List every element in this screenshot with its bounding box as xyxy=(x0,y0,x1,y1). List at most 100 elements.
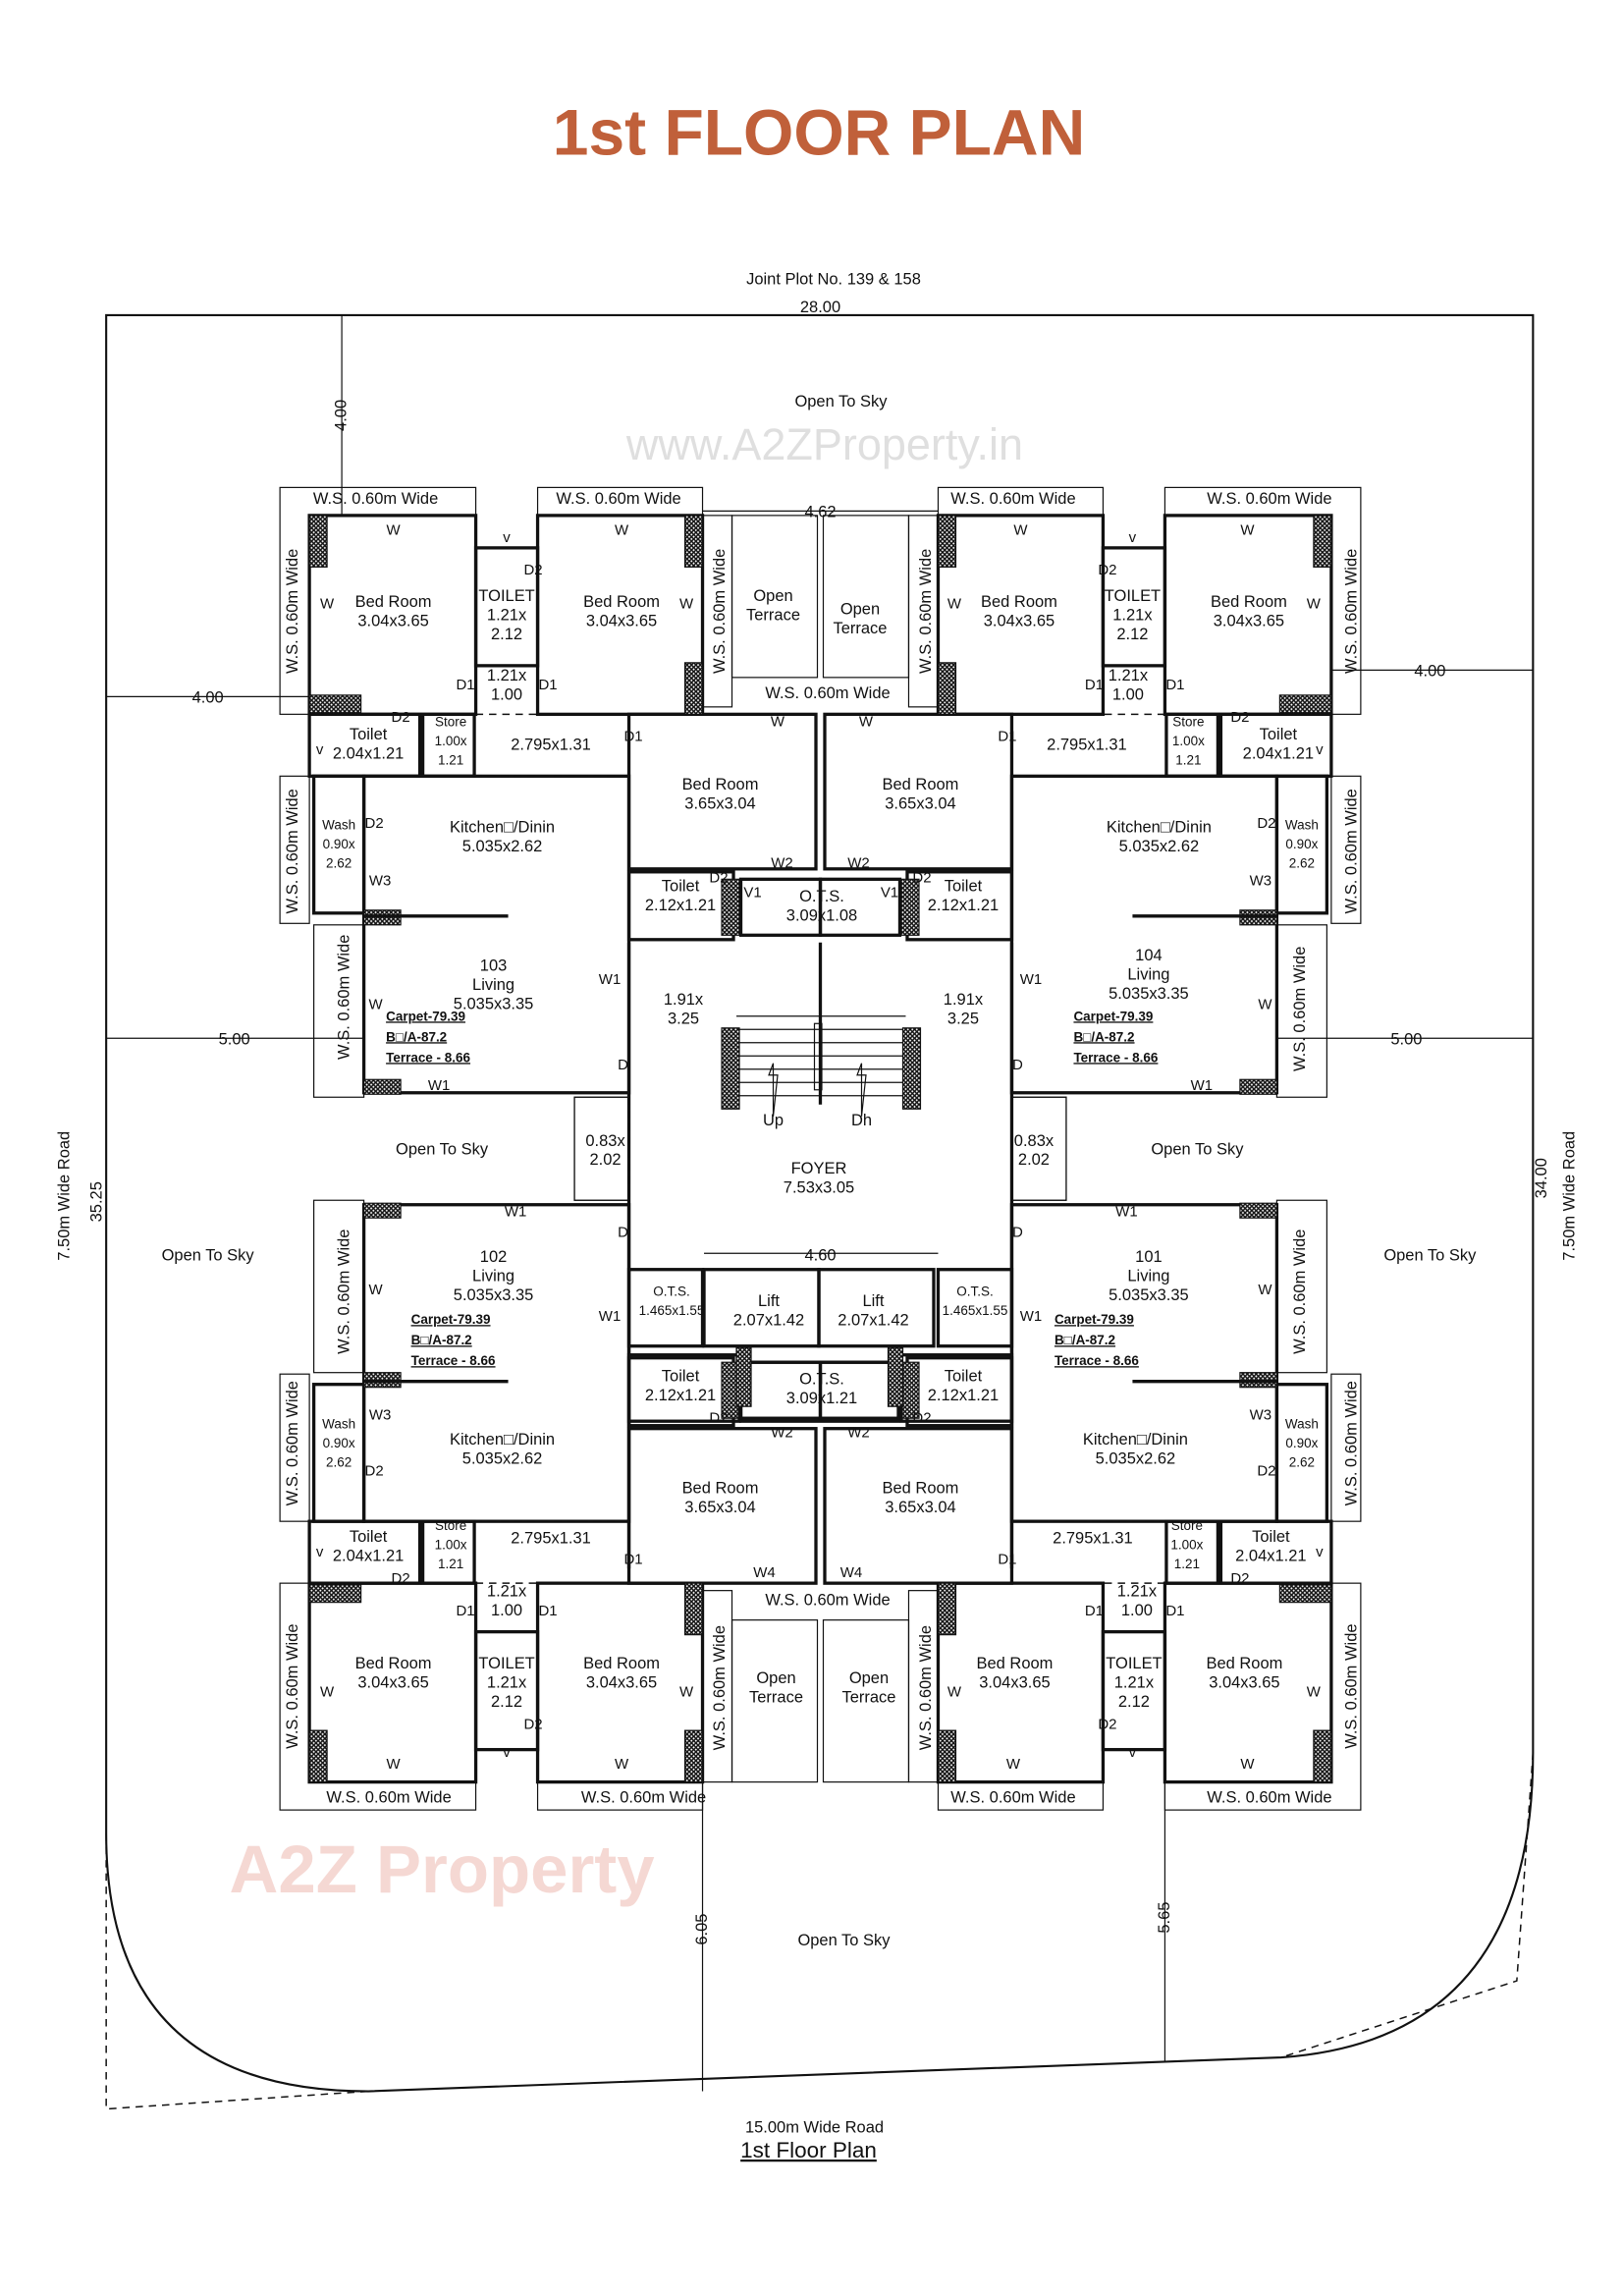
ws-label: W.S. 0.60m Wide xyxy=(765,1592,890,1610)
room-label: 3.65x3.04 xyxy=(684,794,755,812)
dimension-top: 28.00 xyxy=(800,299,840,316)
room-label: 2.62 xyxy=(1289,855,1315,870)
room-label: Living xyxy=(1127,965,1169,983)
door-window-tag: D2 xyxy=(1098,562,1116,578)
opening xyxy=(474,1520,629,1584)
door-window-tag: W3 xyxy=(369,872,391,889)
door-window-tag: W1 xyxy=(1020,971,1042,988)
door-window-tag: W1 xyxy=(599,971,621,988)
door-window-tag: D2 xyxy=(1230,1570,1249,1587)
front-road-label: 15.00m Wide Road xyxy=(745,2119,884,2137)
door-window-tag: v xyxy=(503,1744,511,1761)
room-label: Store xyxy=(1172,714,1204,729)
room-label: Bed Room xyxy=(1211,593,1287,611)
room-label: 1.21x xyxy=(487,1674,527,1692)
column xyxy=(362,1202,402,1219)
door-window-tag: W2 xyxy=(847,854,869,871)
door-window-tag: V1 xyxy=(881,884,898,901)
column xyxy=(1313,515,1332,568)
door-window-tag: W xyxy=(320,595,335,612)
wall xyxy=(1330,775,1362,924)
room-label: 1.465x1.55 xyxy=(943,1303,1008,1318)
room-label: 1.00x xyxy=(1170,1538,1203,1553)
stairs-up-label: Up xyxy=(763,1112,784,1129)
ws-label: W.S. 0.60m Wide xyxy=(950,490,1075,508)
room-label: Toilet xyxy=(662,1368,700,1386)
watermark-brand: A2Z Property xyxy=(230,1831,655,1907)
open-terrace-label: Open xyxy=(756,1669,795,1687)
terrace-area: Terrace - 8.66 xyxy=(411,1353,496,1368)
open-terrace-label: Terrace xyxy=(746,606,800,624)
ots-label: O.T.S. xyxy=(799,888,844,905)
dimension-left-length: 35.25 xyxy=(88,1181,106,1222)
ws-label: W.S. 0.60m Wide xyxy=(1207,1789,1331,1807)
stair-arrow-icon xyxy=(768,1063,867,1117)
room-label: 1.00 xyxy=(491,685,522,703)
door-window-tag: W xyxy=(771,713,785,730)
stairs-down-label: Dh xyxy=(851,1112,872,1129)
door-window-tag: D2 xyxy=(709,869,728,886)
door-window-tag: W xyxy=(947,1684,962,1701)
room-label: 2.12 xyxy=(1118,1693,1150,1711)
built-up-area: B□/A-87.2 xyxy=(1055,1333,1115,1347)
foyer-openings xyxy=(627,1097,1013,1201)
column xyxy=(683,1582,704,1636)
room-label: 3.65x3.04 xyxy=(684,1499,755,1516)
door-window-tag: D xyxy=(618,1057,628,1073)
ws-label: W.S. 0.60m Wide xyxy=(1342,1381,1360,1505)
door-window-tag: W2 xyxy=(771,1425,792,1442)
door-window-tag: W2 xyxy=(847,1425,869,1442)
door-window-tag: D2 xyxy=(1257,815,1275,832)
room-label: 2.795x1.31 xyxy=(1047,736,1127,753)
room-label: 2.62 xyxy=(326,1455,352,1470)
column xyxy=(937,1582,957,1636)
room-label: Toilet xyxy=(1252,1528,1290,1546)
door-window-tag: D1 xyxy=(456,1603,474,1619)
door-window-tag: W xyxy=(320,1684,335,1701)
door-window-tag: D1 xyxy=(1165,1603,1184,1619)
passage-label: 1.91x xyxy=(944,991,984,1009)
dimension-left-side: 5.00 xyxy=(219,1030,250,1048)
door-window-tag: W2 xyxy=(771,854,792,871)
door-window-tag: D2 xyxy=(912,869,931,886)
column xyxy=(308,515,328,568)
room-label: 3.65x3.04 xyxy=(885,1499,955,1516)
door-window-tag: D2 xyxy=(365,1463,384,1480)
lift-label: Lift xyxy=(758,1292,780,1310)
room-label: Kitchen□/Dinin xyxy=(1083,1431,1188,1449)
room-label: 2.795x1.31 xyxy=(1053,1530,1133,1548)
door-window-tag: D1 xyxy=(1085,1603,1104,1619)
room-label: 1.00x xyxy=(435,1538,467,1553)
room-label: 1.21 xyxy=(438,752,463,767)
ws-label: W.S. 0.60m Wide xyxy=(950,1789,1075,1807)
door-window-tag: D2 xyxy=(365,815,384,832)
ws-label: W.S. 0.60m Wide xyxy=(917,549,935,674)
door-window-tag: W1 xyxy=(1191,1077,1213,1094)
open-to-sky-label: Open To Sky xyxy=(1151,1141,1244,1159)
room-label: 5.035x2.62 xyxy=(1096,1450,1176,1468)
room-label: 1.21x xyxy=(1109,667,1149,684)
unit-104-walls xyxy=(818,486,1362,1201)
room-label: O.T.S. xyxy=(956,1285,993,1299)
room-label: 0.90x xyxy=(323,837,355,851)
column xyxy=(683,662,704,715)
door-window-tag: v xyxy=(1129,1744,1137,1761)
column xyxy=(1239,1078,1277,1095)
unit-101-walls xyxy=(818,1096,1362,1811)
door-window-tag: W1 xyxy=(599,1308,621,1325)
stair-handrail xyxy=(813,1022,823,1091)
room-label: Store xyxy=(1171,1518,1203,1533)
door-window-tag: W3 xyxy=(1250,1407,1271,1424)
door-window-tag: W xyxy=(615,1756,629,1773)
door-window-tag: D2 xyxy=(1257,1463,1275,1480)
open-terrace-label: Terrace xyxy=(749,1689,803,1707)
column xyxy=(887,1346,904,1407)
terrace-area: Terrace - 8.66 xyxy=(1073,1050,1158,1065)
room-label: 2.12x1.21 xyxy=(645,1387,716,1404)
room-label: Bed Room xyxy=(355,1655,432,1672)
wall xyxy=(936,514,1106,716)
door-window-tag: D2 xyxy=(1230,709,1249,726)
column xyxy=(900,878,920,936)
room-label: 1.21 xyxy=(438,1557,463,1571)
